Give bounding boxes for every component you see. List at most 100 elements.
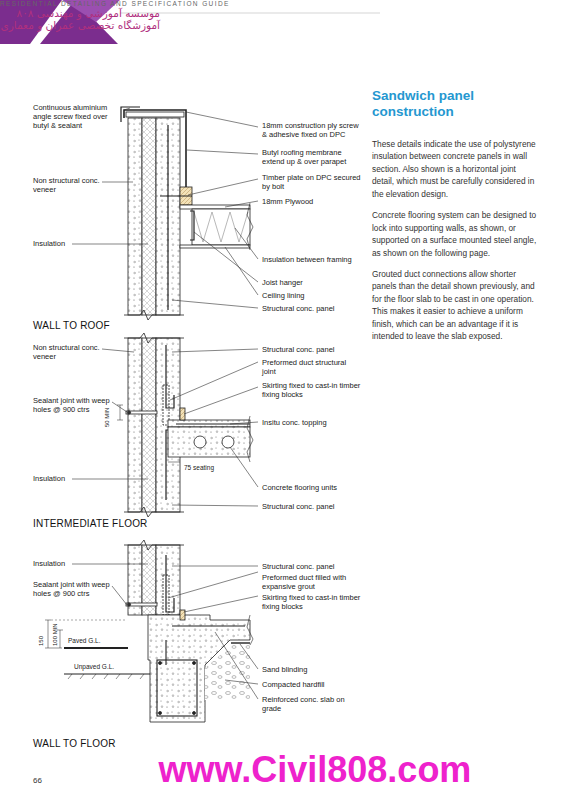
wall-to-roof-section-stroke	[190, 211, 194, 240]
leader-lines-stroke	[225, 247, 258, 295]
leader-lines-stroke	[188, 179, 258, 195]
page-number: 66	[33, 776, 42, 786]
callout-label: Insulation	[33, 239, 123, 248]
wall-to-floor-section-stroke	[127, 603, 130, 606]
callout-label: 18mm construction ply screw & adhesive f…	[262, 121, 362, 139]
running-header: RESIDENTIAL DETAILING AND SPECIFICATION …	[0, 0, 566, 7]
leader-lines-stroke	[187, 150, 258, 154]
intermediate-floor-section	[117, 333, 253, 517]
wall-to-floor-section-stroke	[180, 610, 185, 620]
watermark-url: www.Civil808.com	[80, 748, 550, 791]
wall-to-floor-section-stroke	[126, 603, 157, 606]
callout-label: Timber plate on DPC secured by bolt	[262, 173, 362, 191]
callout-label: Preformed duct structural joint	[262, 358, 362, 376]
intermediate-floor-section-stroke	[163, 385, 169, 425]
callout-label: Compacted hardfill	[262, 680, 362, 689]
wall-to-roof-section-stroke	[160, 196, 192, 197]
leader-lines-stroke	[168, 572, 258, 598]
callout-label: Structural conc. panel	[262, 502, 362, 511]
callout-label: Sand blinding	[262, 665, 362, 674]
leader-lines-stroke	[72, 564, 148, 565]
wall-to-roof-section-stroke	[167, 125, 168, 310]
callout-label: Skirting fixed to cast-in timber fixing …	[262, 593, 362, 611]
leader-lines-stroke	[72, 479, 148, 480]
wall-to-roof-section-stroke	[124, 310, 184, 320]
intermediate-floor-section-stroke	[128, 338, 142, 512]
leader-lines-stroke	[194, 232, 258, 282]
watermark: موسسه آموزشی و مهندسی ۸۰۸	[0, 7, 160, 19]
leader-lines-stroke	[230, 447, 258, 487]
callout-label: Insitu conc. topping	[262, 418, 362, 427]
wall-to-roof-section-stroke	[180, 245, 250, 248]
intermediate-floor-section-stroke	[168, 462, 180, 463]
wall-to-floor-section-stroke	[193, 712, 196, 715]
intermediate-floor-section-stroke	[124, 507, 184, 517]
leader-lines-stroke	[172, 349, 258, 352]
wall-to-floor-section-stroke	[159, 662, 162, 665]
wall-to-floor-section-stroke	[45, 620, 51, 621]
ground-level: Paved G.L.	[68, 637, 101, 645]
wall-to-floor-section-stroke	[48, 620, 49, 648]
intermediate-floor-section-stroke	[142, 338, 156, 512]
body-paragraph: These details indicate the use of polyst…	[372, 138, 540, 200]
callout-label: Butyl roofing membrane extend up & over …	[262, 148, 362, 166]
leader-lines-stroke	[172, 505, 258, 506]
intermediate-floor-section-stroke	[222, 436, 234, 448]
wall-to-floor-section-stroke	[156, 545, 180, 615]
wall-to-roof-section-stroke	[194, 212, 248, 242]
callout-label: Structural conc. panel	[262, 304, 362, 313]
intermediate-floor-section-stroke	[124, 333, 184, 343]
section-heading: WALL TO ROOF	[33, 320, 110, 332]
leader-lines-stroke	[72, 244, 148, 245]
callout-label: Continuous aluminium angle screw fixed o…	[33, 103, 123, 130]
intermediate-floor-section-stroke	[168, 427, 250, 457]
leader-lines-stroke	[225, 680, 258, 684]
dimension: 75 seating	[184, 464, 214, 472]
wall-to-floor-section	[45, 540, 253, 722]
leader-lines-stroke	[102, 182, 133, 183]
callout-label: Concrete flooring units	[262, 483, 362, 492]
leader-lines-stroke	[184, 387, 258, 414]
wall-to-floor-section-stroke	[124, 540, 184, 550]
intermediate-floor-section-stroke	[194, 436, 206, 448]
wall-to-floor-section-stroke	[51, 620, 126, 621]
wall-to-floor-section-stroke	[60, 630, 61, 648]
leader-lines-stroke	[184, 596, 258, 612]
wall-to-roof-section-stroke	[247, 203, 253, 250]
dimension: 100 MIN	[52, 623, 59, 646]
callout-label: Sealant joint with weep holes @ 900 ctrs	[33, 580, 123, 598]
wall-to-floor-section-stroke	[64, 647, 128, 649]
dimension: 150	[38, 636, 45, 646]
section-heading: INTERMEDIATE FLOOR	[33, 518, 148, 530]
ground-level: Unpaved G.L.	[74, 663, 114, 671]
callout-label: Preformed duct filled with expansive gro…	[262, 573, 362, 591]
wall-to-roof-section-stroke	[124, 110, 186, 205]
leader-lines-stroke	[215, 632, 258, 699]
wall-to-floor-section-stroke	[247, 615, 253, 645]
wall-to-floor-section-stroke	[159, 712, 162, 715]
body-paragraph: Grouted duct connections allow shorter p…	[372, 268, 540, 343]
wall-to-floor-section-stroke	[45, 648, 62, 649]
leader-lines-stroke	[102, 349, 134, 352]
wall-to-floor-section-stroke	[64, 674, 150, 675]
leader-lines-stroke	[235, 228, 258, 259]
wall-to-roof-section-stroke	[126, 112, 184, 117]
intermediate-floor-section-stroke	[127, 411, 130, 414]
callout-label: Insulation	[33, 474, 123, 483]
wall-to-roof-section	[121, 107, 253, 320]
section-heading: WALL TO FLOOR	[33, 738, 116, 750]
wall-to-floor-section-stroke	[148, 615, 250, 722]
leader-lines-stroke	[240, 644, 258, 669]
callout-label: Ceiling lining	[262, 291, 362, 300]
callout-label: Non structural conc. veneer	[33, 343, 123, 361]
callout-label: Structural conc. panel	[262, 562, 362, 571]
leader-lines-stroke	[124, 108, 130, 110]
leader-lines-stroke	[172, 566, 258, 567]
body-paragraph: Concrete flooring system can be designed…	[372, 209, 540, 259]
wall-to-floor-section-stroke	[231, 642, 250, 643]
callout-label: Insulation	[33, 559, 123, 568]
wall-to-floor-section-stroke	[68, 674, 144, 679]
wall-to-floor-section-stroke	[205, 645, 250, 700]
